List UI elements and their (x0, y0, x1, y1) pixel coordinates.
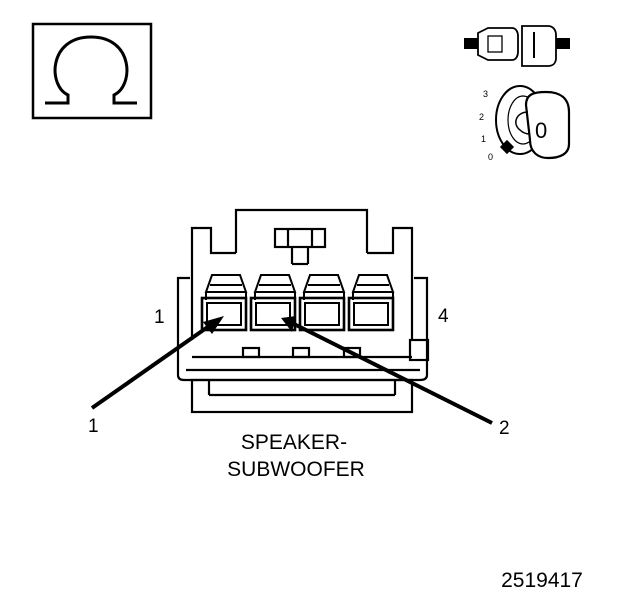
ignition-key-icon: 3 2 1 0 0 (479, 85, 571, 162)
connector-name-line2: SUBWOOFER (227, 458, 365, 481)
cavity-1 (200, 274, 248, 332)
connector-name-line1: SPEAKER- (241, 431, 347, 454)
key-position-3: 3 (483, 89, 488, 99)
disconnected-connector-icon (464, 25, 570, 67)
callout-1-label: 1 (88, 416, 99, 437)
key-position-0: 0 (488, 152, 493, 162)
ohm-symbol-box (31, 22, 153, 120)
callout-leaders (90, 316, 493, 425)
key-position-1: 1 (481, 134, 486, 144)
cavity-3 (298, 274, 346, 332)
key-label: 0 (535, 118, 547, 143)
key-position-2: 2 (479, 112, 484, 122)
figure-number: 2519417 (501, 569, 583, 592)
terminal-cavities (200, 274, 395, 332)
callout-2-label: 2 (499, 418, 510, 439)
pin-number-last: 4 (438, 306, 449, 327)
connector-body (176, 208, 430, 414)
cavity-2 (249, 274, 297, 332)
ohm-icon (45, 35, 137, 105)
pin-number-first: 1 (154, 307, 165, 328)
cavity-4 (347, 274, 395, 332)
